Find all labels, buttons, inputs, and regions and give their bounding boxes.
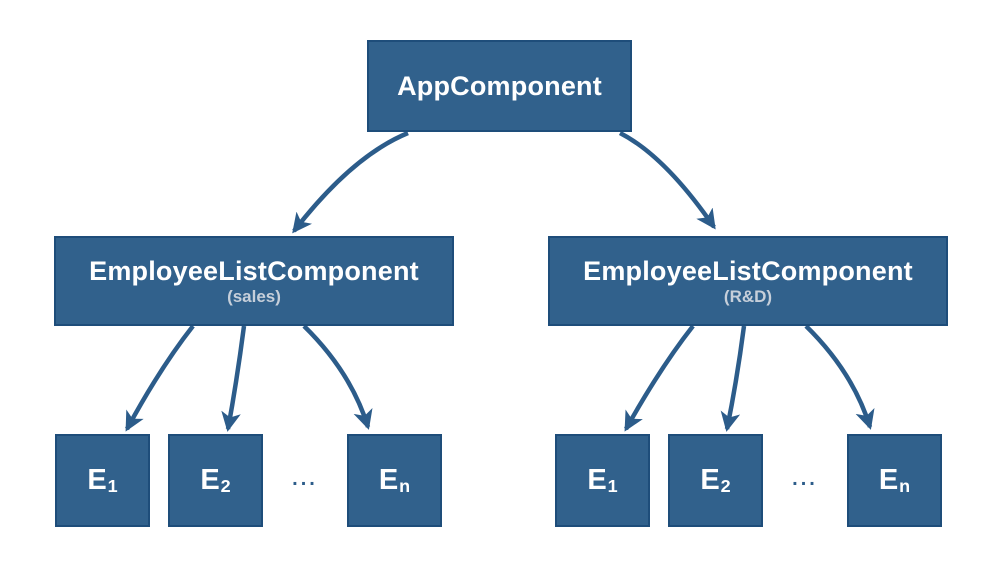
node-employee-list-sales-label: EmployeeListComponent: [89, 256, 419, 287]
arrow-sales-to-en: [302, 324, 373, 430]
sales-ellipsis: ...: [292, 468, 318, 490]
arrow-rnd-to-e1: [624, 324, 695, 432]
arrow-rnd-to-en: [804, 324, 875, 430]
arrow-rnd-to-e2: [720, 325, 747, 432]
node-rnd-employee-n-label: En: [878, 463, 911, 497]
node-rnd-employee-2-label: E2: [700, 463, 731, 497]
node-app-component-label: AppComponent: [397, 70, 602, 101]
node-sales-employee-n-label: En: [378, 463, 411, 497]
node-rnd-employee-2: E2: [668, 434, 763, 527]
arrow-sales-to-e2: [221, 325, 247, 432]
node-employee-list-sales: EmployeeListComponent (sales): [54, 236, 454, 326]
node-employee-list-rnd-label: EmployeeListComponent: [583, 256, 913, 287]
node-employee-list-sales-sublabel: (sales): [227, 286, 281, 306]
arrow-sales-to-e1: [125, 324, 195, 432]
node-rnd-employee-1-label: E1: [587, 463, 618, 497]
node-rnd-employee-n: En: [847, 434, 942, 527]
node-sales-employee-n: En: [347, 434, 442, 527]
node-sales-employee-1-label: E1: [87, 463, 118, 497]
node-sales-employee-2: E2: [168, 434, 263, 527]
node-sales-employee-2-label: E2: [200, 463, 231, 497]
node-rnd-employee-1: E1: [555, 434, 650, 527]
arrow-root-to-rnd: [618, 130, 716, 230]
node-sales-employee-1: E1: [55, 434, 150, 527]
node-employee-list-rnd-sublabel: (R&D): [723, 286, 773, 306]
node-employee-list-rnd: EmployeeListComponent (R&D): [548, 236, 948, 326]
rnd-ellipsis: ...: [792, 468, 818, 490]
arrow-root-to-sales: [292, 130, 409, 234]
node-app-component: AppComponent: [367, 40, 632, 132]
